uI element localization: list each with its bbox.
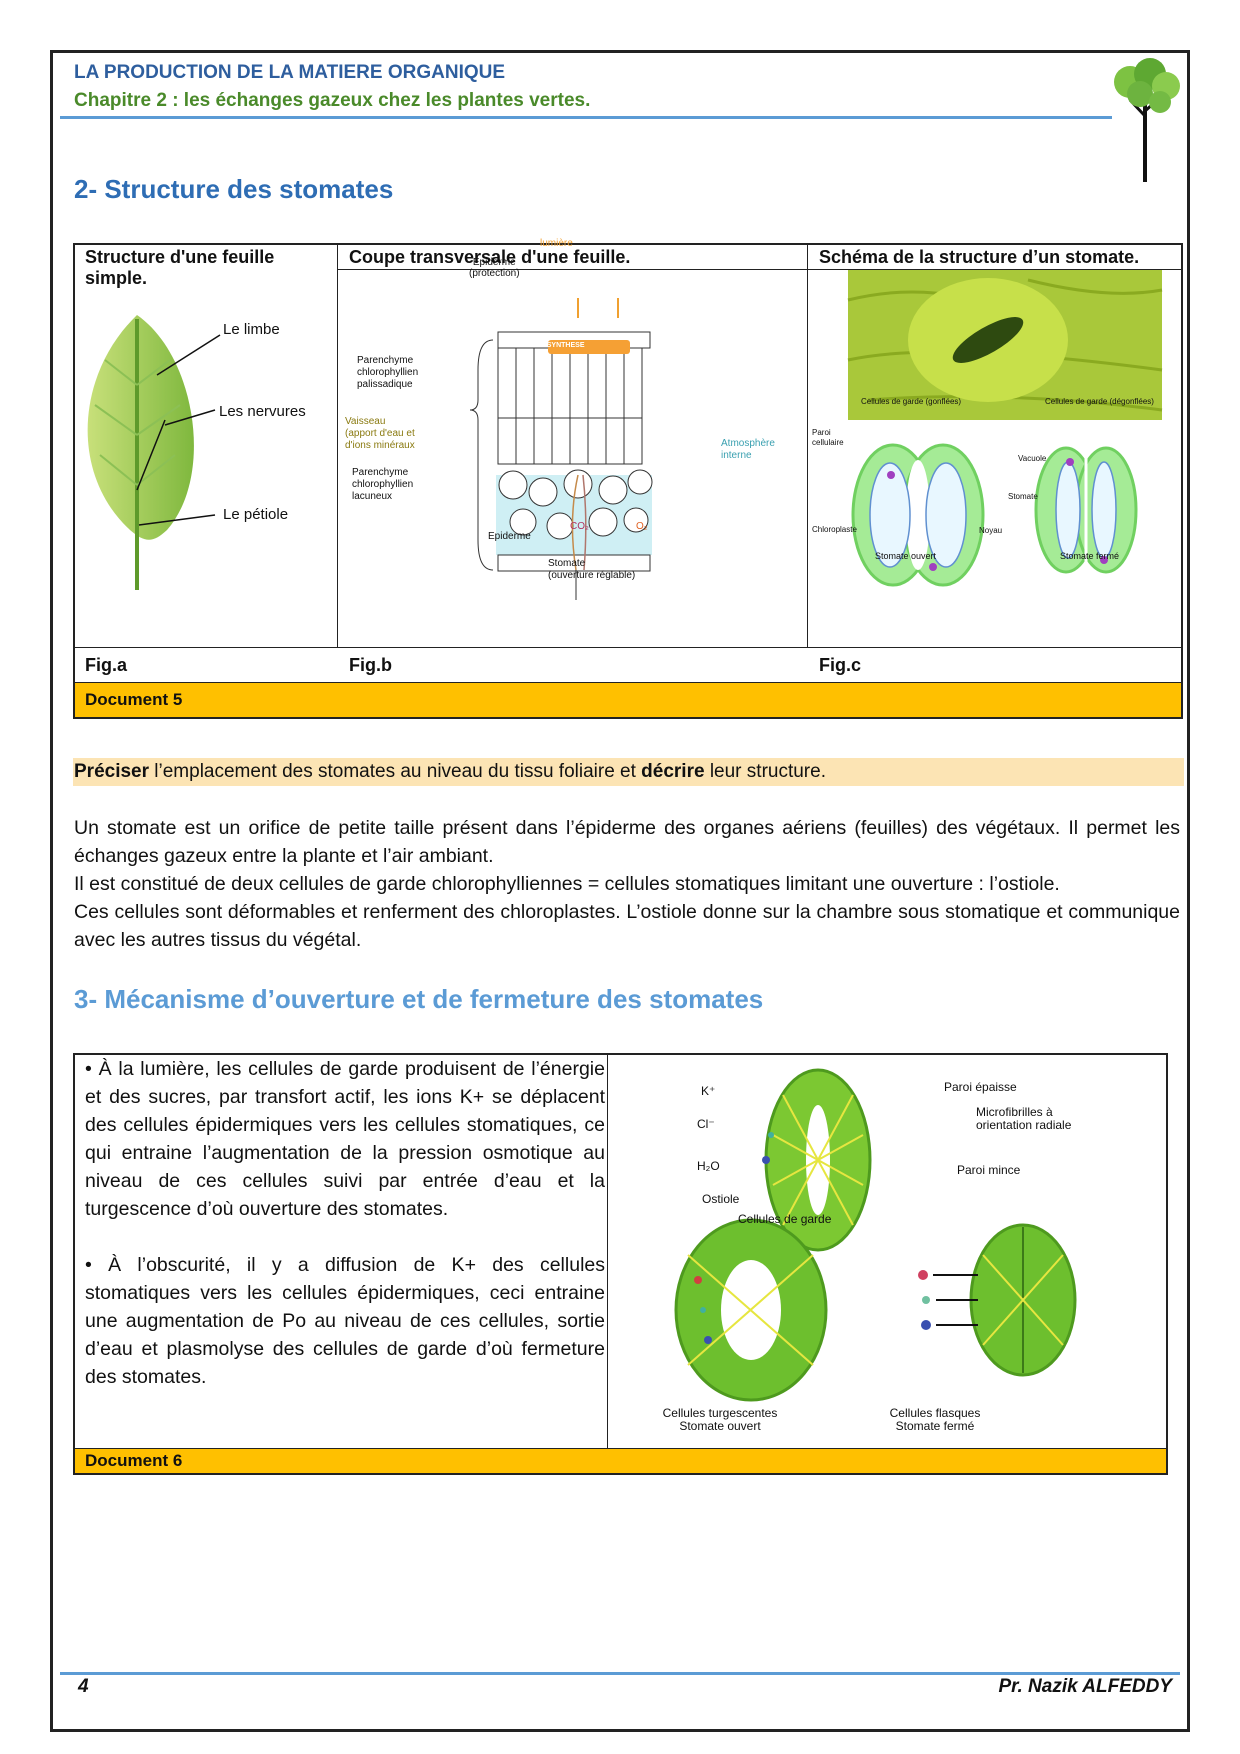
- bullet-dark: • À l’obscurité, il y a diffusion de K+ …: [85, 1251, 605, 1391]
- leaf-label-nervures: Les nervures: [219, 403, 306, 420]
- header-title: LA PRODUCTION DE LA MATIERE ORGANIQUE: [74, 62, 505, 84]
- answer-paragraph-3: Ces cellules sont déformables et renferm…: [74, 898, 1180, 954]
- answer-paragraph-2: Il est constitué de deux cellules de gar…: [74, 870, 1180, 898]
- label-degonflees: Cellules de garde (dégonflées): [1045, 397, 1154, 406]
- stomate-structure-diagram: [808, 270, 1182, 647]
- question-text-1: l’emplacement des stomates au niveau du …: [149, 761, 641, 782]
- leaf-label-petiole: Le pétiole: [223, 506, 288, 523]
- question-verb-1: Préciser: [74, 761, 149, 782]
- label-stomate-ferme: Stomate fermé: [1060, 551, 1119, 561]
- section-2-title: 2- Structure des stomates: [74, 174, 393, 205]
- fig-a-header: Structure d'une feuille simple.: [85, 247, 285, 289]
- footer-rule: [60, 1672, 1180, 1675]
- question-text-2: leur structure.: [705, 761, 826, 782]
- label-co2: CO₂: [570, 521, 589, 532]
- label-vacuole: Vacuole: [1018, 454, 1046, 463]
- bullet-light: • À la lumière, les cellules de garde pr…: [85, 1055, 605, 1223]
- label-ostiole: Ostiole: [702, 1192, 739, 1206]
- document-5-table: Structure d'une feuille simple. Coupe tr…: [73, 243, 1183, 719]
- label-stomate-c: Stomate: [1008, 492, 1038, 501]
- label-cellules-garde: Cellules de garde: [738, 1212, 831, 1226]
- fig-c-header: Schéma de la structure d’un stomate.: [819, 247, 1139, 268]
- question: Préciser l’emplacement des stomates au n…: [73, 758, 1184, 786]
- label-stomate: Stomate(ouverture réglable): [548, 558, 635, 582]
- page-number: 4: [78, 1676, 89, 1698]
- document-6-label: Document 6: [75, 1449, 1166, 1473]
- label-cl: Cl⁻: [697, 1117, 715, 1131]
- document-5-label: Document 5: [75, 683, 1181, 717]
- fig-a-label: Fig.a: [85, 655, 127, 676]
- label-photosynthese: PHOTOSYNTHESE: [522, 342, 585, 349]
- label-o2: O₂: [636, 521, 648, 532]
- label-paroi-epaisse: Paroi épaisse: [944, 1080, 1017, 1094]
- mechanism-text: • À la lumière, les cellules de garde pr…: [85, 1055, 605, 1391]
- label-chloroplaste: Chloroplaste: [812, 525, 857, 534]
- fig-b-label: Fig.b: [349, 655, 392, 676]
- document-6-table: • À la lumière, les cellules de garde pr…: [73, 1053, 1168, 1475]
- question-verb-2: décrire: [641, 761, 704, 782]
- label-h2o: H₂O: [697, 1159, 720, 1173]
- tree-logo-icon: [1110, 56, 1182, 182]
- label-k: K⁺: [701, 1084, 715, 1098]
- section-3-title: 3- Mécanisme d’ouverture et de fermeture…: [74, 984, 763, 1015]
- label-gonflees: Cellules de garde (gonflées): [861, 397, 961, 406]
- label-noyau: Noyau: [979, 526, 1002, 535]
- guard-cells-diagram: [608, 1055, 1168, 1448]
- label-lumiere: lumière: [540, 238, 573, 249]
- leaf-diagram: [75, 285, 337, 645]
- header-rule: [60, 116, 1112, 119]
- header-chapter: Chapitre 2 : les échanges gazeux chez le…: [74, 90, 590, 112]
- label-epiderme-top: Epiderme(protection): [469, 257, 520, 279]
- author: Pr. Nazik ALFEDDY: [998, 1676, 1172, 1698]
- label-stomate-ouvert: Stomate ouvert: [875, 551, 936, 561]
- answer-paragraph-1: Un stomate est un orifice de petite tail…: [74, 814, 1180, 870]
- fig-c-label: Fig.c: [819, 655, 861, 676]
- leaf-label-limbe: Le limbe: [223, 321, 280, 338]
- label-paroi-mince: Paroi mince: [957, 1163, 1020, 1177]
- fig-row-divider: [75, 647, 1183, 648]
- label-epiderme-bottom: Epiderme: [488, 531, 531, 542]
